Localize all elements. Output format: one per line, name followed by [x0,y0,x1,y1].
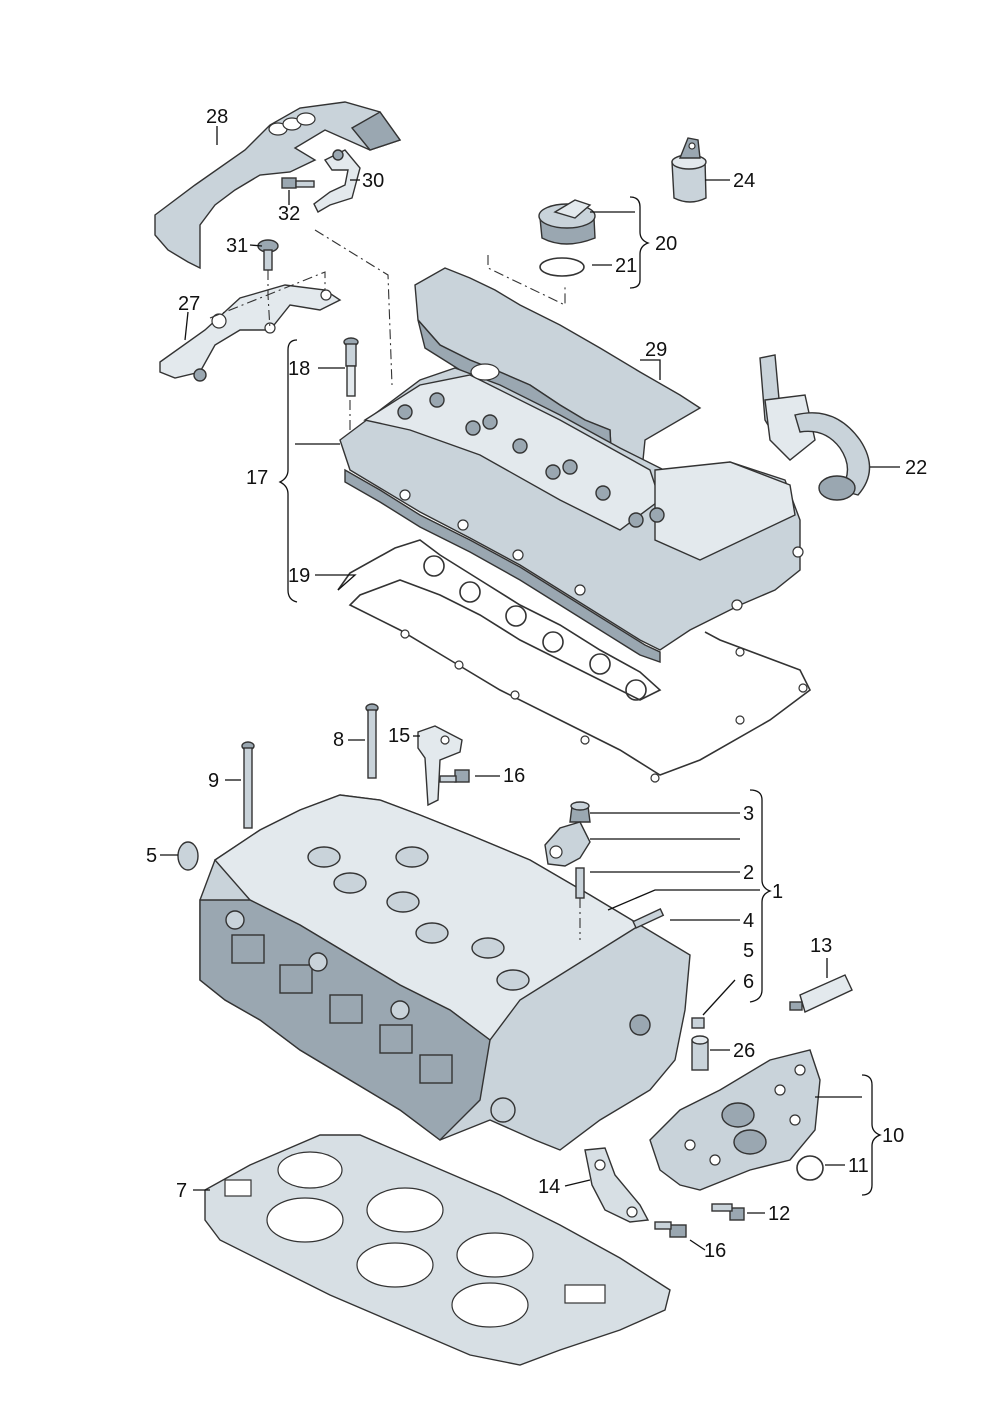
label-8: 8 [333,729,344,751]
bolt-16-upper [439,769,470,783]
label-4: 4 [743,910,754,932]
label-5-left: 5 [146,845,157,867]
bracket-27 [159,284,342,382]
bolt-16-lower [654,1221,687,1238]
breather-hose [759,354,871,501]
gasket-14 [584,1147,650,1223]
label-19: 19 [288,565,310,587]
stud-4 [632,908,665,929]
bolt-12 [711,1203,745,1221]
label-3: 3 [743,803,754,825]
engine-cover-front [154,101,402,270]
label-17: 17 [246,467,268,489]
bracket-cap [544,821,591,867]
sealing-plug-5 [177,841,199,871]
pressure-valve-24 [671,137,707,203]
label-11: 11 [848,1155,869,1177]
nut-3 [569,801,591,823]
label-28: 28 [206,106,228,128]
bolt-9 [241,741,255,829]
cylinder-head-cover [339,363,804,663]
label-6: 6 [743,971,754,993]
label-32: 32 [278,203,300,225]
cylinder-head-gasket [204,1134,671,1366]
label-7: 7 [176,1180,187,1202]
label-14: 14 [538,1176,560,1198]
bracket-30 [313,149,361,213]
group-braces [278,196,882,1196]
cylinder-head [199,794,691,1151]
bolt-32 [281,177,315,189]
leader-lines [160,126,900,1251]
end-cover [649,1049,824,1191]
sealant-tube [789,974,853,1013]
label-5-right: 5 [743,940,754,962]
label-16-upper: 16 [503,765,525,787]
part-labels: 28 30 32 31 27 29 20 21 24 22 18 17 19 8… [146,106,927,1262]
label-29: 29 [645,339,667,361]
label-12: 12 [768,1203,790,1225]
stud-2 [575,867,585,899]
label-24: 24 [733,170,755,192]
label-31: 31 [226,235,248,257]
label-1: 1 [772,881,783,903]
pin-6 [691,1017,705,1029]
label-9: 9 [208,770,219,792]
bolt-8 [365,703,379,779]
label-26: 26 [733,1040,755,1062]
label-2: 2 [743,862,754,884]
label-15: 15 [388,725,410,747]
bolt-31 [257,239,279,271]
sleeve-26 [691,1035,709,1071]
label-18: 18 [288,358,310,380]
label-21: 21 [615,255,637,277]
assembly-centerlines [209,229,581,940]
label-27: 27 [178,293,200,315]
bolt-18 [343,337,359,397]
cover-gasket [337,539,812,783]
label-16-lower: 16 [704,1240,726,1262]
label-22: 22 [905,457,927,479]
bracket-15 [417,725,463,807]
label-10: 10 [882,1125,904,1147]
label-30: 30 [362,170,384,192]
oil-filler-cap [538,199,596,277]
label-20: 20 [655,233,677,255]
label-13: 13 [810,935,832,957]
